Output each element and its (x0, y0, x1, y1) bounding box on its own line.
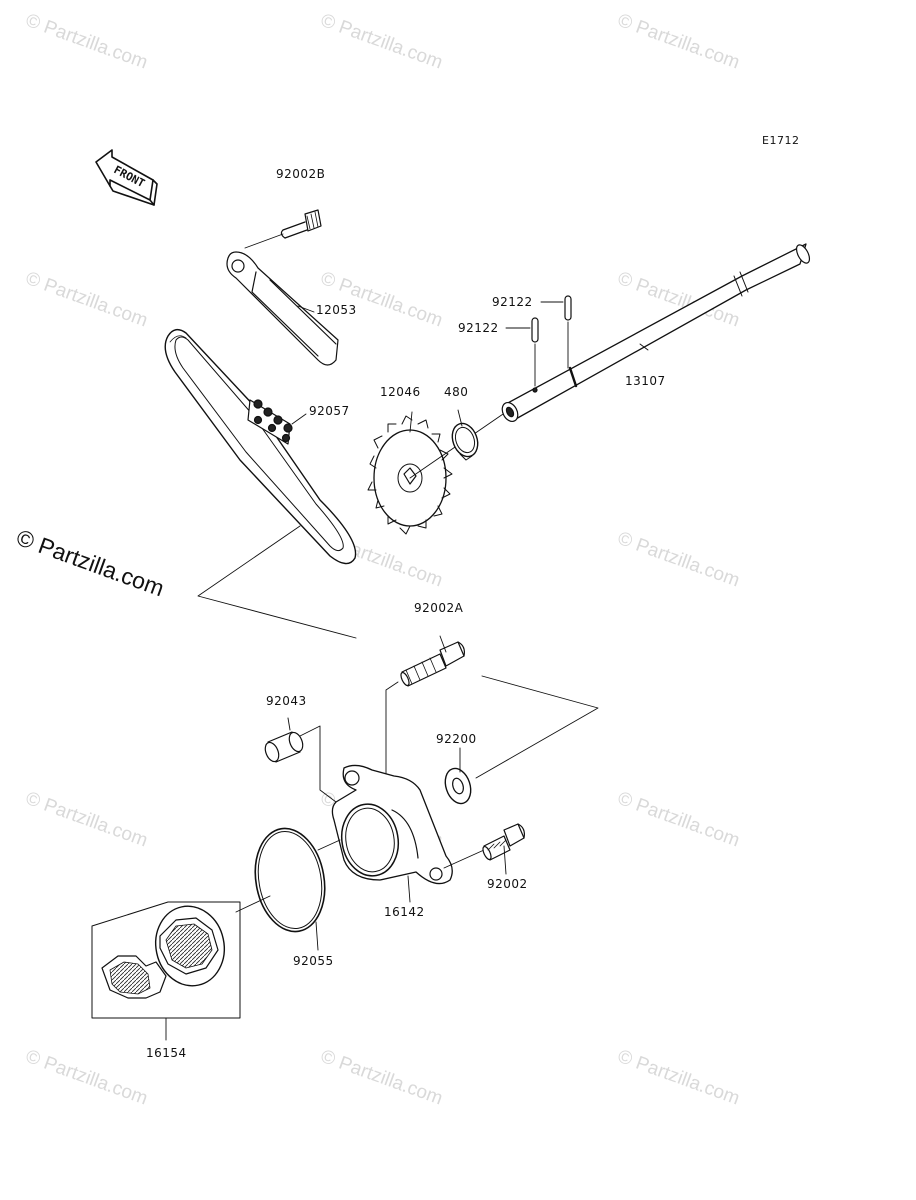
pin-92122-a (505, 317, 539, 387)
part-label-92002a: 92002A (414, 601, 464, 615)
part-label-92122-bottom: 92122 (458, 321, 499, 335)
dowel-92043 (264, 717, 345, 809)
part-label-92200: 92200 (436, 732, 477, 746)
part-label-16154: 16154 (146, 1046, 187, 1060)
part-label-92122-top: 92122 (492, 295, 533, 309)
circlip-480 (451, 409, 479, 461)
part-label-13107: 13107 (625, 374, 666, 388)
sprocket-12046 (367, 411, 507, 535)
front-arrow-icon: FRONT (95, 149, 158, 206)
diagram-code: E1712 (762, 134, 800, 147)
bolt-92002a (385, 635, 599, 791)
part-label-92057: 92057 (309, 404, 350, 418)
washer-92200 (444, 747, 472, 805)
shaft-13107 (501, 243, 811, 423)
part-label-12053: 12053 (316, 303, 357, 317)
part-label-92002b: 92002B (276, 167, 326, 181)
part-label-16142: 16142 (384, 905, 425, 919)
bolt-92002b (244, 209, 322, 249)
chain-guide-12053 (226, 251, 339, 366)
part-label-92043: 92043 (266, 694, 307, 708)
part-label-92002: 92002 (487, 877, 528, 891)
pump-body-16142 (331, 764, 485, 903)
part-label-480: 480 (444, 385, 469, 399)
o-ring-92055 (235, 827, 341, 951)
bolt-92002 (482, 823, 525, 875)
part-label-92055: 92055 (293, 954, 334, 968)
rotor-set-16154 (91, 901, 241, 1041)
chain-link-92057 (247, 399, 307, 445)
pin-92122-b (540, 295, 572, 369)
drive-chain (164, 328, 357, 639)
part-label-12046: 12046 (380, 385, 421, 399)
